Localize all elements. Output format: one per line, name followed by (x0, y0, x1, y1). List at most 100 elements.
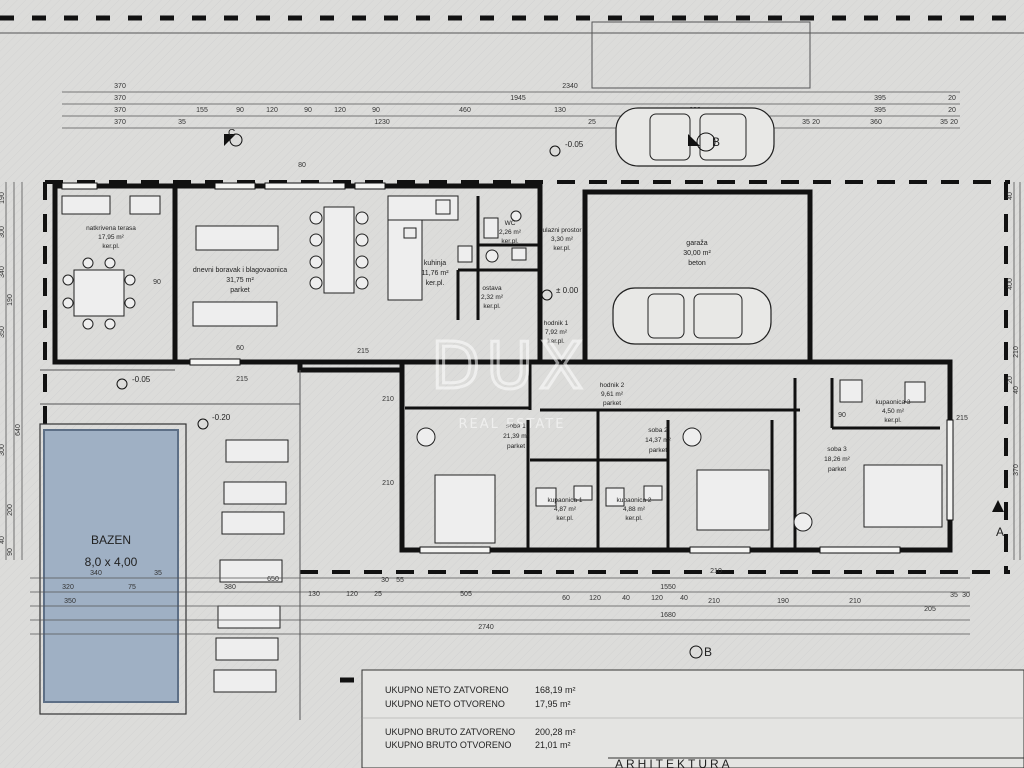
section-a-label: A (996, 525, 1004, 539)
summary-value-bruto-zatvoreno: 200,28 m² (535, 727, 576, 737)
svg-text:4,88 m²: 4,88 m² (623, 506, 646, 513)
svg-text:7,92 m²: 7,92 m² (545, 329, 568, 336)
section-a-marker: A (992, 500, 1004, 539)
left-dimension-8: 40 (0, 536, 6, 544)
svg-text:ulazni prostor: ulazni prostor (542, 227, 582, 234)
room-label-soba1: soba 1 21,39 m² parket (503, 423, 529, 450)
svg-text:soba 3: soba 3 (827, 446, 847, 453)
room-label-natkrivena-terasa: natkrivena terasa 17,95 m² ker.pl. (86, 225, 136, 250)
room-label-garaza: garaža 30,00 m² beton (683, 240, 711, 267)
top-dimension-11: 90 (304, 107, 312, 114)
right-dimension-5: 370 (1013, 464, 1020, 476)
opening-tag-8: 210 (382, 480, 394, 487)
bottom-dimension-10: 25 (374, 591, 382, 598)
svg-text:soba 2: soba 2 (648, 427, 668, 434)
top-dimension-7: 370 (114, 107, 126, 114)
bottom-dimension-23: 30 (962, 592, 970, 599)
level-pool-deck-text: -0.20 (212, 413, 231, 422)
room-label-soba3: soba 3 18,26 m² parket (824, 446, 850, 473)
level-entrance-text: ± 0.00 (556, 286, 579, 295)
bottom-dimension-11: 505 (460, 591, 472, 598)
top-dimension-5: 395 (874, 95, 886, 102)
windows (61, 182, 954, 554)
right-dimension-0: 40 (1007, 192, 1014, 200)
bottom-dimension-17: 1550 (660, 584, 676, 591)
top-dimension-19: 35 (178, 119, 186, 126)
bottom-dimension-0: 340 (90, 570, 102, 577)
svg-text:31,75 m²: 31,75 m² (226, 277, 254, 284)
top-dimension-25: 35 (940, 119, 948, 126)
bottom-dimension-8: 130 (308, 591, 320, 598)
top-dimension-1: 2340 (562, 83, 578, 90)
bottom-dimension-3: 75 (128, 584, 136, 591)
plot-boundary (43, 180, 1010, 600)
svg-text:parket: parket (230, 287, 250, 294)
room-label-kupaonica3: kupaonica 3 4,50 m² ker.pl. (875, 399, 910, 424)
section-b-label-top: B (712, 135, 720, 149)
top-dimension-18: 370 (114, 119, 126, 126)
left-dimension-9: 90 (7, 548, 14, 556)
room-label-ulazni-prostor: ulazni prostor 3,30 m² ker.pl. (542, 227, 582, 252)
level-driveway-text: -0.05 (565, 140, 584, 149)
right-dimension-4: 40 (1013, 386, 1020, 394)
bottom-dimension-14: 40 (622, 595, 630, 602)
watermark-tagline: REAL ESTATE (459, 417, 566, 432)
svg-text:hodnik 1: hodnik 1 (544, 320, 569, 327)
opening-tag-1: 215 (236, 376, 248, 383)
right-dimension-1: 400 (1007, 278, 1014, 290)
room-label-hodnik1: hodnik 1 7,92 m² ker.pl. (544, 320, 569, 345)
bottom-dimension-19: 190 (777, 598, 789, 605)
svg-text:kupaonica 3: kupaonica 3 (875, 399, 910, 406)
svg-text:hodnik 2: hodnik 2 (600, 382, 625, 389)
svg-text:beton: beton (688, 260, 706, 267)
left-dimension-7: 200 (7, 504, 14, 516)
bedroom-furniture (416, 379, 943, 544)
right-dimension-lines (1013, 182, 1021, 560)
interior-walls (405, 190, 940, 550)
svg-text:ker.pl.: ker.pl. (483, 303, 501, 310)
summary-value-neto-otvoreno: 17,95 m² (535, 699, 571, 709)
svg-text:ker.pl.: ker.pl. (553, 245, 571, 252)
svg-text:14,37 m²: 14,37 m² (645, 437, 671, 444)
opening-tag-9: 210 (710, 568, 722, 575)
opening-tag-5: 215 (357, 348, 369, 355)
section-b-top-marker: B (688, 132, 720, 152)
top-dimension-12: 120 (334, 107, 346, 114)
svg-text:dnevni boravak i blagovaonica: dnevni boravak i blagovaonica (193, 267, 287, 274)
svg-text:parket: parket (507, 443, 525, 450)
top-dimension-23: 20 (812, 119, 820, 126)
level-terrace-text: -0.05 (132, 375, 151, 384)
top-dimension-21: 25 (588, 119, 596, 126)
level-marker-terrace: -0.05 (116, 375, 151, 390)
svg-text:17,95 m²: 17,95 m² (98, 234, 124, 241)
bottom-dimension-22: 35 (950, 592, 958, 599)
bottom-dimension-5: 380 (224, 584, 236, 591)
svg-text:parket: parket (603, 400, 621, 407)
bottom-dimension-16: 40 (680, 595, 688, 602)
section-c-label: C (228, 128, 235, 139)
watermark-logo: DUX (431, 330, 589, 404)
bottom-dimension-9: 120 (346, 591, 358, 598)
svg-text:2,32 m²: 2,32 m² (481, 294, 504, 301)
top-dimension-6: 20 (948, 107, 956, 114)
room-label-dnevni-boravak: dnevni boravak i blagovaonica 31,75 m² p… (193, 267, 287, 294)
svg-text:9,61 m²: 9,61 m² (601, 391, 624, 398)
bottom-dimension-25: 2740 (478, 624, 494, 631)
top-dimension-22: 35 (802, 119, 810, 126)
top-dimension-15: 130 (554, 107, 566, 114)
pool-size: 8,0 x 4,00 (85, 555, 138, 569)
summary-value-bruto-otvoreno: 21,01 m² (535, 740, 571, 750)
opening-tag-6: 90 (838, 412, 846, 419)
top-dimension-3: 1945 (510, 95, 526, 102)
svg-text:4,87 m²: 4,87 m² (554, 506, 577, 513)
summary-label-bruto-otvoreno: UKUPNO BRUTO OTVORENO (385, 740, 511, 750)
bottom-dimension-26: 650 (267, 576, 279, 583)
terrace-furniture (61, 195, 161, 330)
bottom-dimension-21: 205 (924, 606, 936, 613)
car-driveway (615, 107, 775, 167)
room-label-ostava: ostava 2,32 m² ker.pl. (481, 285, 504, 310)
